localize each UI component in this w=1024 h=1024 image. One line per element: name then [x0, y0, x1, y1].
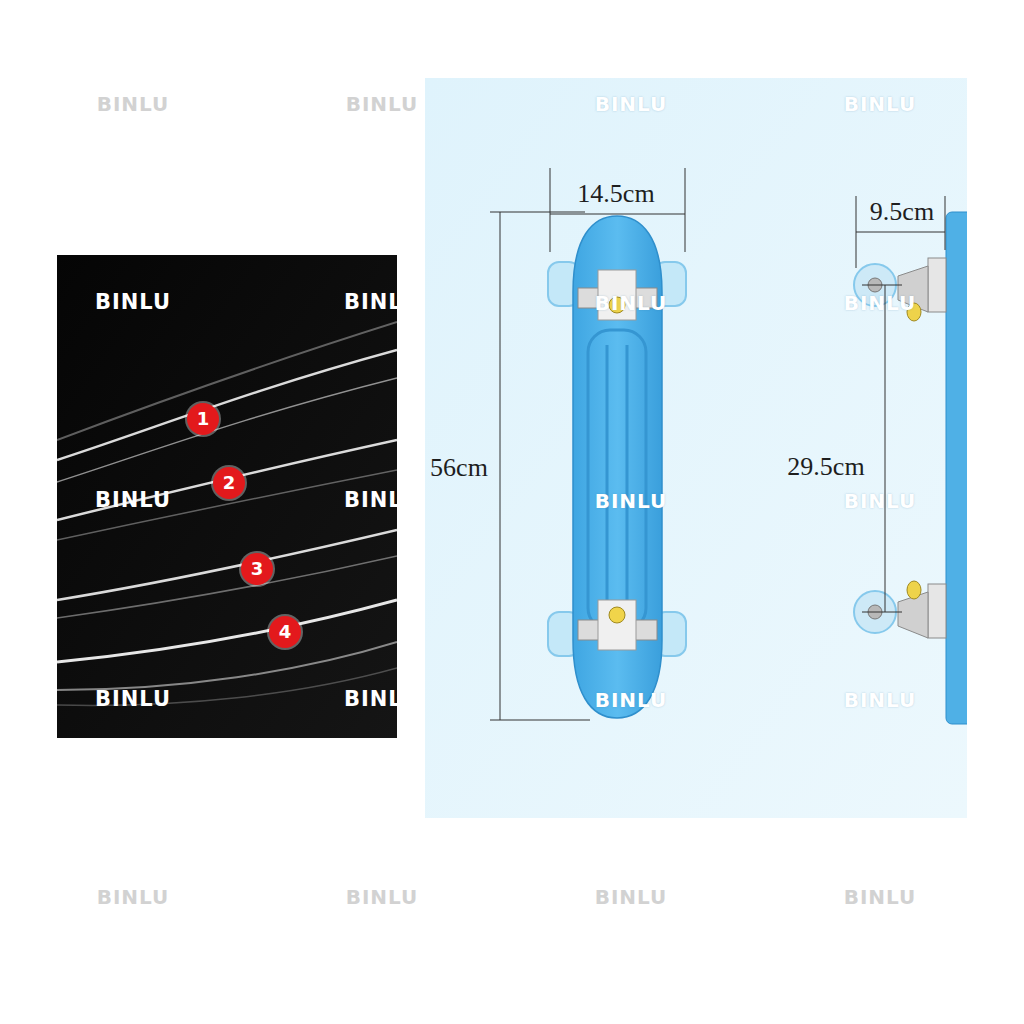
watermark: BINLU — [344, 688, 420, 711]
watermark: BINLU — [344, 291, 420, 314]
dimension-label: 14.5cm — [577, 180, 654, 209]
watermark: BINLU — [95, 291, 171, 314]
clear-plastic-edges — [57, 322, 397, 705]
callout-number: 1 — [187, 403, 219, 435]
watermark: BINLU — [97, 93, 170, 115]
watermark: BINLU — [844, 93, 917, 115]
watermark: BINLU — [844, 292, 917, 314]
watermark: BINLU — [595, 292, 668, 314]
callout-number: 3 — [241, 553, 273, 585]
product-panel — [425, 78, 967, 818]
watermark: BINLU — [95, 688, 171, 711]
watermark: BINLU — [344, 489, 420, 512]
skateboard-side-view — [854, 212, 967, 724]
dimension-lines — [490, 168, 945, 720]
watermark: BINLU — [95, 489, 171, 512]
watermark: BINLU — [595, 689, 668, 711]
callout-number-text: 3 — [251, 560, 264, 578]
watermark: BINLU — [595, 490, 668, 512]
callout-number-text: 2 — [223, 474, 236, 492]
watermark: BINLU — [595, 886, 668, 908]
watermark: BINLU — [97, 886, 170, 908]
watermark: BINLU — [844, 886, 917, 908]
callout-number-text: 1 — [197, 410, 210, 428]
dimension-label: 9.5cm — [870, 198, 934, 227]
callout-number: 2 — [213, 467, 245, 499]
dimension-label: 29.5cm — [787, 453, 864, 482]
watermark: BINLU — [346, 93, 419, 115]
skateboard-top-view — [548, 216, 686, 718]
watermark: BINLU — [595, 93, 668, 115]
watermark: BINLU — [346, 886, 419, 908]
watermark: BINLU — [844, 490, 917, 512]
callout-number-text: 4 — [279, 623, 292, 641]
watermark: BINLU — [844, 689, 917, 711]
callout-number: 4 — [269, 616, 301, 648]
dimension-label: 56cm — [430, 454, 488, 483]
